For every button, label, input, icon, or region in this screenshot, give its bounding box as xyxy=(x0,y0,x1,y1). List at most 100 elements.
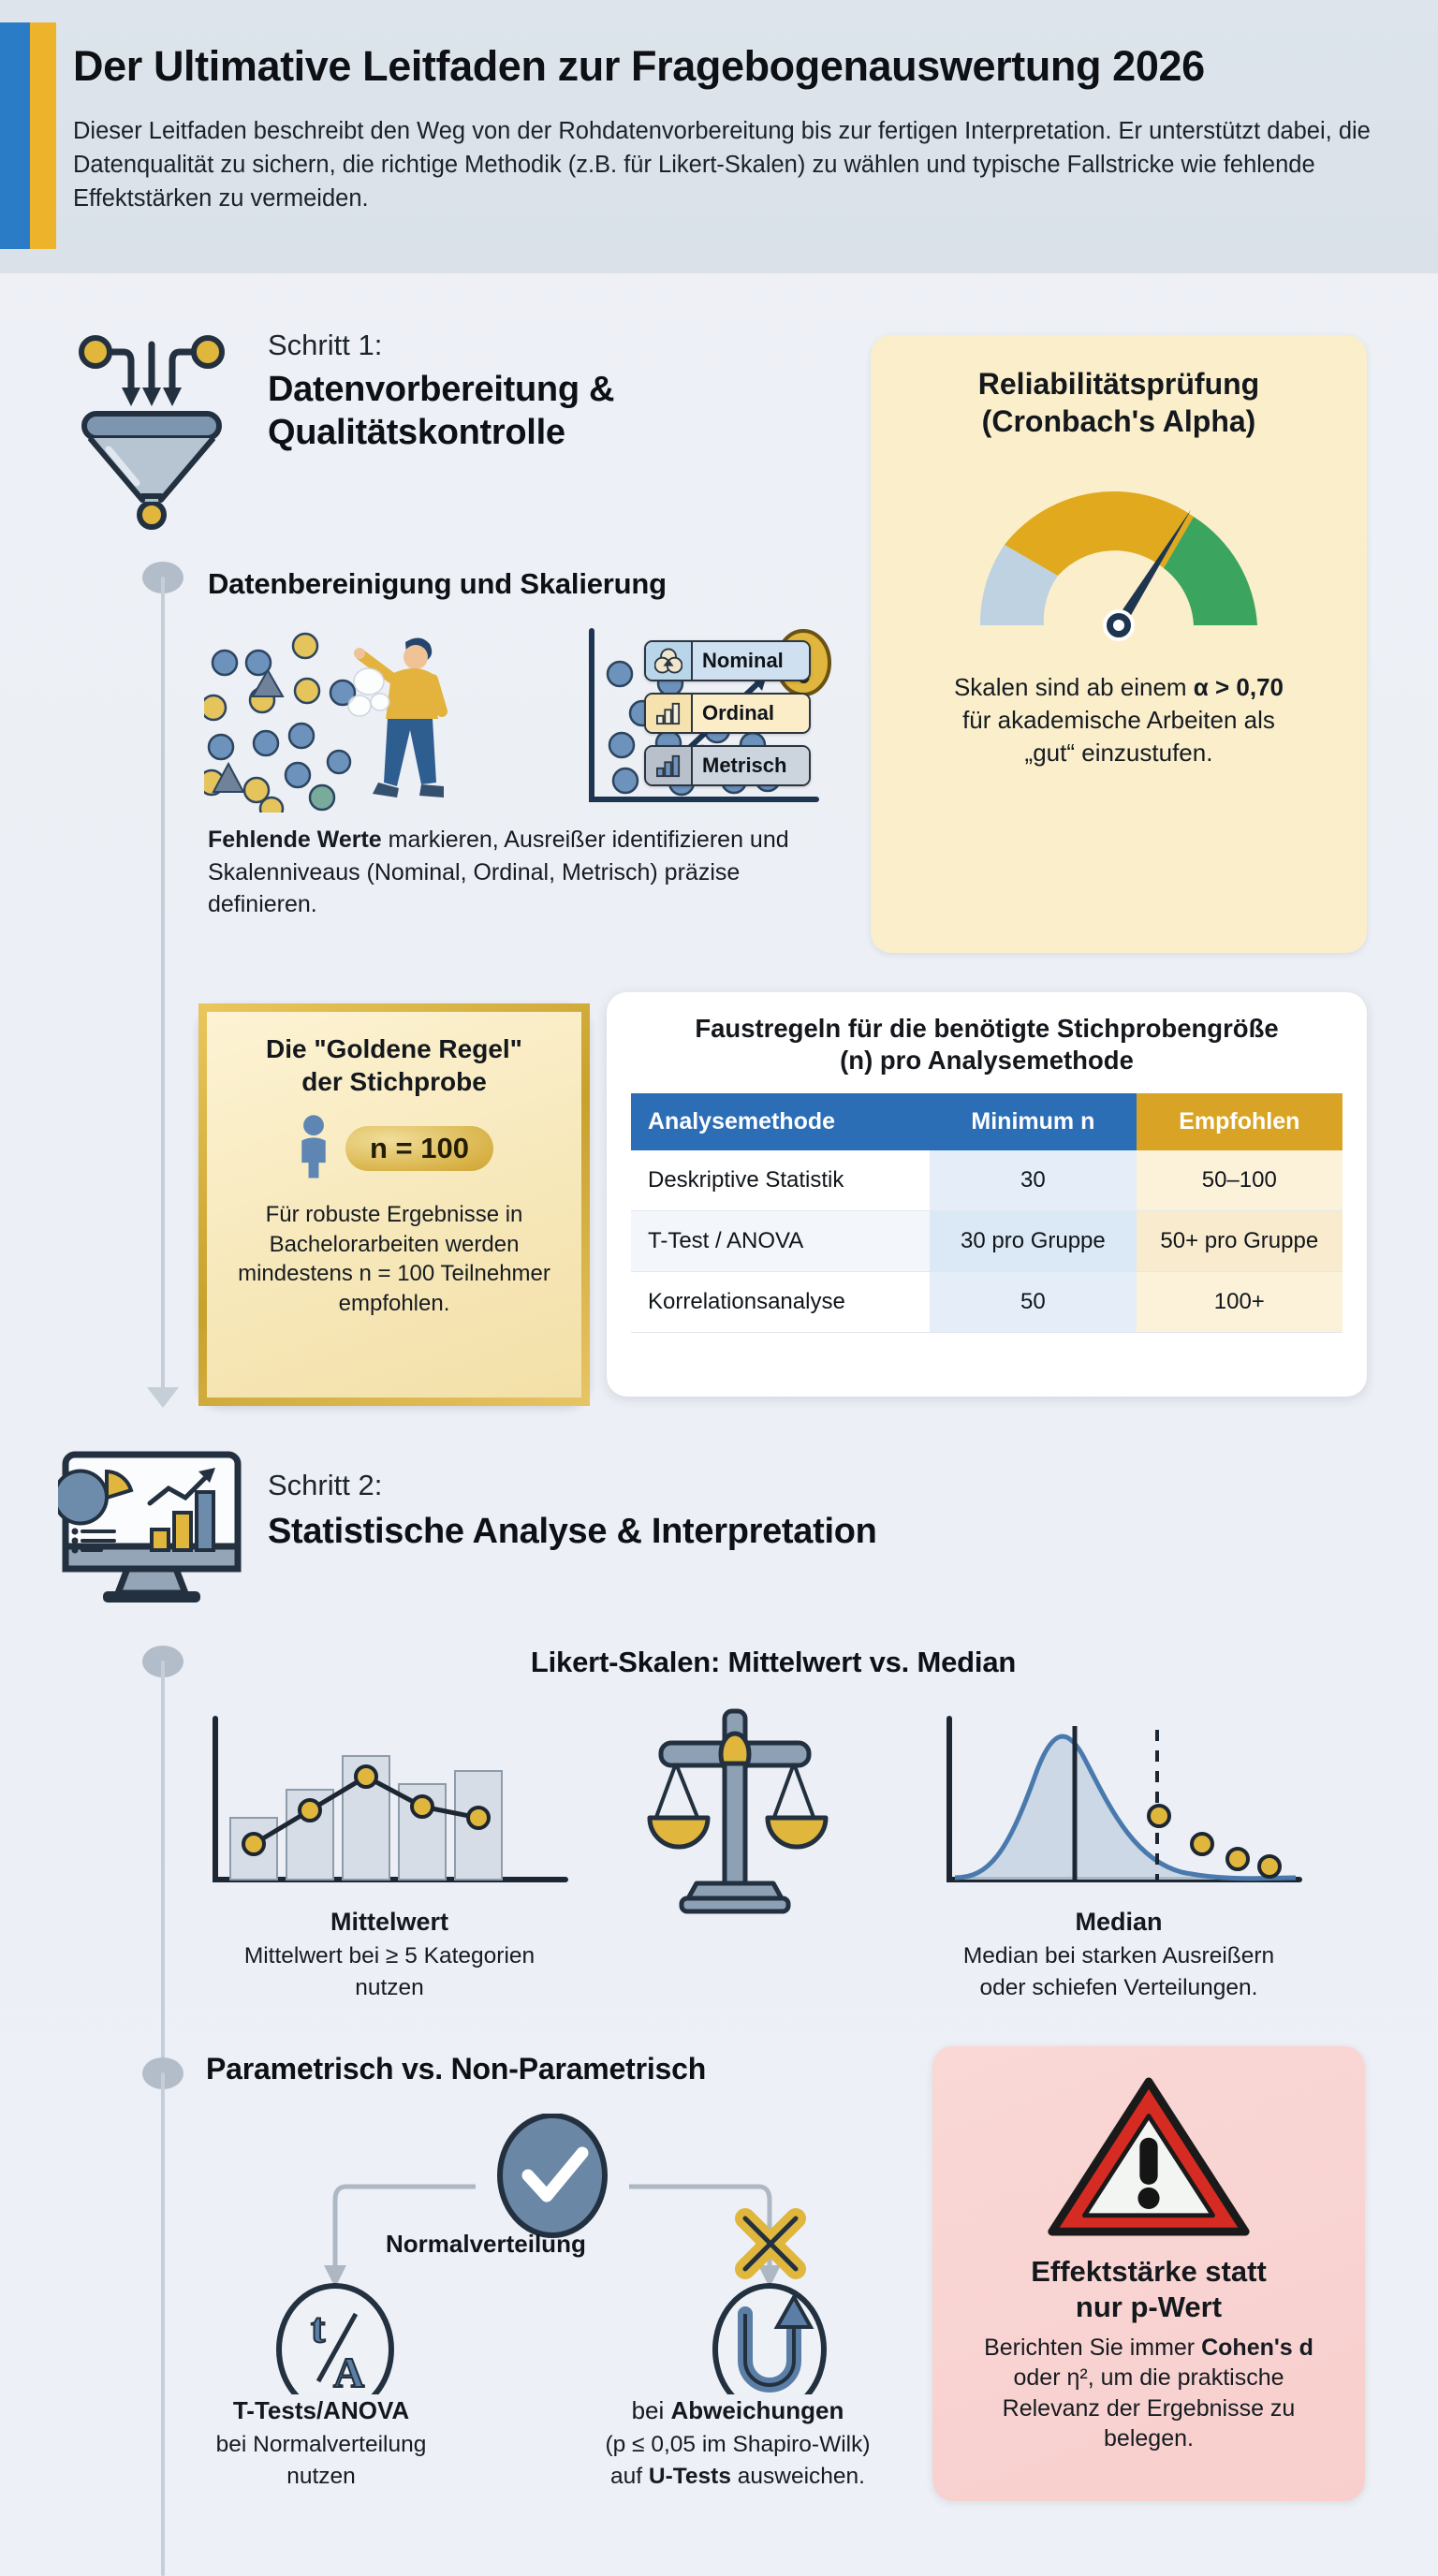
cell-recommended: 50+ pro Gruppe xyxy=(1136,1210,1343,1273)
utest-caption-a: auf xyxy=(610,2463,649,2489)
table-header-row: Analysemethode Minimum n Empfohlen xyxy=(631,1093,1343,1151)
effect-body-line2: oder η², um die praktische xyxy=(1013,2364,1284,2392)
ttest-anova-title: T-Tests/ANOVA xyxy=(232,2396,410,2424)
golden-rule-title-line2: der Stichprobe xyxy=(301,1067,487,1096)
effect-size-warning-card: Effektstärke statt nur p-Wert Berichten … xyxy=(932,2046,1365,2501)
normalverteilung-label: Normalverteilung xyxy=(386,2230,586,2258)
reliability-caption-line3: „gut“ einzustufen. xyxy=(1024,738,1213,767)
page-intro: Dieser Leitfaden beschreibt den Weg von … xyxy=(73,117,1371,212)
mittelwert-caption-line2: nutzen xyxy=(355,1974,424,2000)
person-icon xyxy=(295,1113,332,1183)
median-caption-line1: Median bei starken Ausreißern xyxy=(962,1943,1275,1969)
golden-rule-body: Für robuste Ergebnisse in Bachelorarbeit… xyxy=(238,1202,550,1317)
scale-badge-nominal[interactable]: Nominal xyxy=(644,640,811,681)
svg-text:t: t xyxy=(311,2304,326,2351)
scale-badge-ordinal-label: Ordinal xyxy=(693,695,809,732)
reliability-title-line2: (Cronbach's Alpha) xyxy=(981,404,1256,438)
sample-size-table-card: Faustregeln für die benötigte Stichprobe… xyxy=(607,992,1367,1397)
page-title: Der Ultimative Leitfaden zur Fragebogena… xyxy=(73,42,1205,90)
monitor-dashboard-icon xyxy=(52,1449,245,1608)
datenbereinigung-body: Fehlende Werte markieren, Ausreißer iden… xyxy=(208,824,807,921)
sample-table-title-line2: (n) pro Analysemethode xyxy=(840,1046,1134,1076)
page-header: Der Ultimative Leitfaden zur Fragebogena… xyxy=(0,0,1438,273)
reliability-alpha-value: α > 0,70 xyxy=(1193,673,1284,701)
timeline-line-1 xyxy=(161,577,165,1393)
cell-minimum: 50 xyxy=(930,1271,1137,1334)
datenbereinigung-body-rest: markieren, Ausreißer identifizieren und … xyxy=(208,827,789,917)
scale-badge-nominal-label: Nominal xyxy=(693,642,809,680)
abweichungen-title-plain: bei xyxy=(631,2396,671,2424)
likert-heading: Likert-Skalen: Mittelwert vs. Median xyxy=(530,1646,1017,1678)
branch-left-caption: T-Tests/ANOVA bei Normalverteilung nutze… xyxy=(167,2396,476,2493)
svg-text:A: A xyxy=(333,2349,364,2394)
step2-heading-group: Schritt 2: Statistische Analyse & Interp… xyxy=(268,1469,877,1554)
reliability-caption-a: Skalen sind ab einem xyxy=(953,673,1194,701)
bar-chart-icon xyxy=(646,747,693,784)
sample-size-badge: n = 100 xyxy=(345,1125,493,1171)
sample-table-title-line1: Faustregeln für die benötigte Stichprobe… xyxy=(695,1014,1279,1043)
venn-icon xyxy=(646,642,693,680)
golden-rule-card: Die "Goldene Regel" der Stichprobe n = 1… xyxy=(198,1003,590,1406)
step1-kicker: Schritt 1: xyxy=(268,329,383,361)
golden-rule-title-line1: Die "Goldene Regel" xyxy=(266,1034,522,1063)
timeline-arrow-1 xyxy=(147,1387,179,1408)
effect-body-a: Berichten Sie immer xyxy=(984,2334,1202,2361)
scale-badge-metrisch[interactable]: Metrisch xyxy=(644,745,811,786)
step1-title-line1: Datenvorbereitung & xyxy=(268,370,615,410)
effect-title-line2: nur p-Wert xyxy=(1075,2290,1223,2323)
column-header-minimum: Minimum n xyxy=(930,1093,1137,1151)
cell-recommended: 100+ xyxy=(1136,1271,1343,1334)
median-caption-line2: oder schiefen Verteilungen. xyxy=(979,1974,1258,2000)
scale-badge-metrisch-label: Metrisch xyxy=(693,747,809,784)
bar-chart-icon xyxy=(646,695,693,732)
step2-kicker: Schritt 2: xyxy=(268,1469,383,1501)
ttest-anova-caption-line2: nutzen xyxy=(286,2463,356,2489)
utest-caption-b: ausweichen. xyxy=(730,2463,865,2489)
header-accent-bar-gold xyxy=(30,22,56,249)
median-distribution-chart xyxy=(936,1713,1311,1900)
reliability-card: Reliabilitätsprüfung (Cronbach's Alpha) … xyxy=(871,335,1367,953)
datenbereinigung-heading: Datenbereinigung und Skalierung xyxy=(208,567,667,600)
branch-right-caption: bei Abweichungen (p ≤ 0,05 im Shapiro-Wi… xyxy=(550,2396,925,2493)
scale-level-badges: Nominal Ordinal Metrisch xyxy=(644,640,811,798)
decision-tree-diagram: t A xyxy=(225,2113,880,2416)
warning-triangle-icon xyxy=(961,2071,1337,2243)
step1-heading-group: Schritt 1: Datenvorbereitung & Qualitäts… xyxy=(268,329,614,454)
balance-scale-icon xyxy=(627,1702,843,1917)
timeline-line-2 xyxy=(161,1661,165,2091)
sample-size-table: Analysemethode Minimum n Empfohlen Deskr… xyxy=(631,1093,1343,1334)
mittelwert-bar-chart xyxy=(202,1713,577,1900)
table-row: T-Test / ANOVA 30 pro Gruppe 50+ pro Gru… xyxy=(631,1210,1343,1273)
reliability-caption-line2: für akademische Arbeiten als xyxy=(962,705,1275,734)
column-header-method: Analysemethode xyxy=(631,1093,931,1151)
data-cleaning-illustration xyxy=(198,625,607,822)
median-label: Median xyxy=(1075,1908,1163,1936)
parametrisch-heading: Parametrisch vs. Non-Parametrisch xyxy=(206,2052,707,2086)
effect-body-line4: belegen. xyxy=(1104,2425,1194,2452)
effect-title-line1: Effektstärke statt xyxy=(1031,2255,1267,2288)
shapiro-wilk-caption: (p ≤ 0,05 im Shapiro-Wilk) xyxy=(605,2432,871,2457)
funnel-icon xyxy=(58,316,245,532)
median-caption-group: Median Median bei starken Ausreißern ode… xyxy=(899,1908,1339,2004)
alpha-gauge xyxy=(871,459,1367,641)
step2-title: Statistische Analyse & Interpretation xyxy=(268,1512,877,1552)
scale-badge-ordinal[interactable]: Ordinal xyxy=(644,693,811,734)
cell-method: T-Test / ANOVA xyxy=(631,1210,931,1273)
table-row: Korrelationsanalyse 50 100+ xyxy=(631,1271,1343,1334)
utest-bold: U-Tests xyxy=(648,2463,731,2489)
cell-method: Deskriptive Statistik xyxy=(631,1150,931,1212)
mittelwert-caption-line1: Mittelwert bei ≥ 5 Kategorien xyxy=(243,1943,536,1969)
effect-cohens-d: Cohen's d xyxy=(1201,2334,1313,2361)
mittelwert-caption-group: Mittelwert Mittelwert bei ≥ 5 Kategorien… xyxy=(183,1908,595,2004)
ttest-anova-caption-line1: bei Normalverteilung xyxy=(215,2432,427,2457)
column-header-recommended: Empfohlen xyxy=(1136,1093,1343,1151)
cell-method: Korrelationsanalyse xyxy=(631,1271,931,1334)
cell-recommended: 50–100 xyxy=(1136,1150,1343,1212)
step1-title-line2: Qualitätskontrolle xyxy=(268,412,565,452)
cell-minimum: 30 xyxy=(930,1150,1137,1212)
effect-body-line3: Relevanz der Ergebnisse zu xyxy=(1002,2394,1296,2422)
cell-minimum: 30 pro Gruppe xyxy=(930,1210,1137,1273)
header-accent-bar-blue xyxy=(0,22,30,249)
reliability-title-line1: Reliabilitätsprüfung xyxy=(977,367,1260,401)
